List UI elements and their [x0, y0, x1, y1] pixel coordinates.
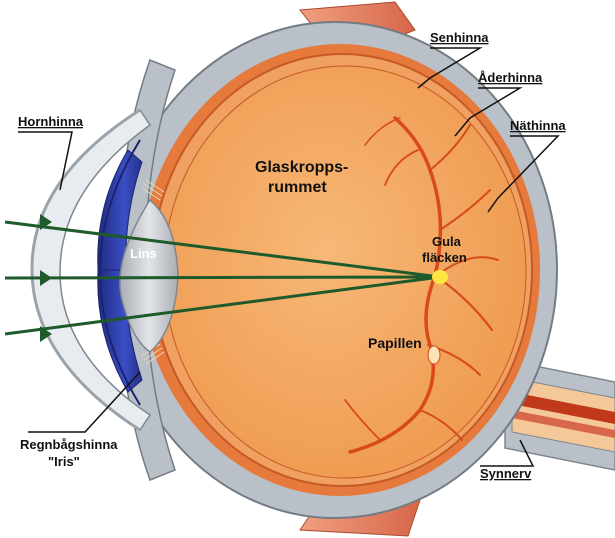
label-gula-line1: Gula: [432, 234, 462, 249]
label-gula-line2: fläcken: [422, 250, 467, 265]
label-senhinna: Senhinna: [430, 30, 489, 45]
label-glaskropp-line2: rummet: [268, 179, 327, 196]
label-synnerv: Synnerv: [480, 466, 532, 481]
label-regnbag-line1: Regnbågshinna: [20, 437, 118, 452]
label-regnbag-line2: "Iris": [48, 454, 80, 469]
label-papillen: Papillen: [368, 335, 422, 351]
label-glaskropp-line1: Glaskropps-: [255, 159, 348, 176]
macula: [432, 270, 448, 284]
vitreous-body: [164, 66, 526, 478]
label-lins: Lins: [130, 246, 157, 261]
label-aderhinna: Åderhinna: [478, 70, 543, 85]
label-nathinna: Näthinna: [510, 118, 566, 133]
optic-disc: [428, 346, 440, 364]
label-hornhinna: Hornhinna: [18, 114, 84, 129]
